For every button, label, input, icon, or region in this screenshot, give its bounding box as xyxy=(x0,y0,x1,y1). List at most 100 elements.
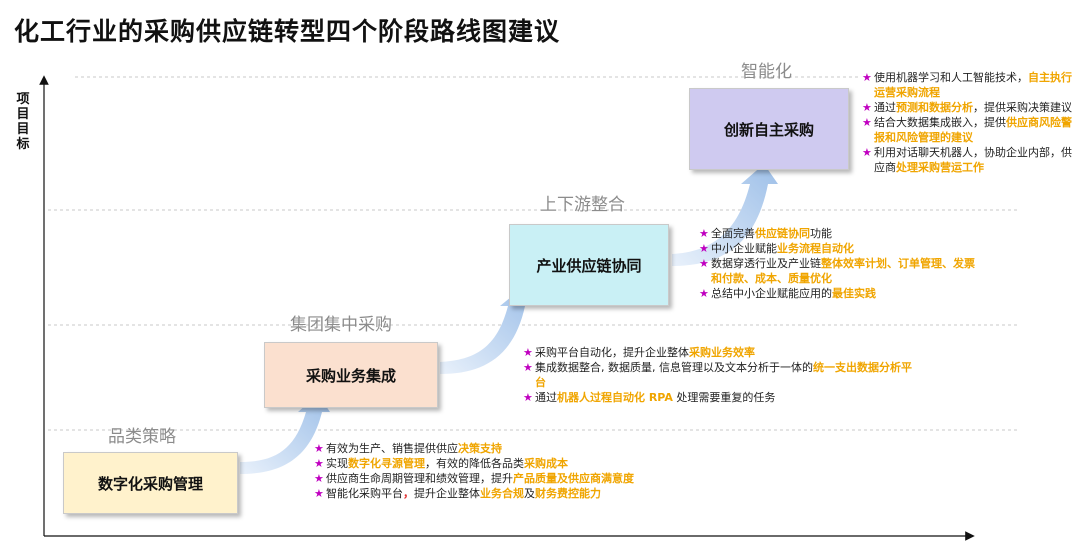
bullet-item: ★实现数字化寻源管理，有效的降低各品类采购成本 xyxy=(314,456,714,471)
star-icon: ★ xyxy=(314,487,324,500)
highlight-text: 采购业务效率 xyxy=(689,346,755,359)
highlight-text: 自主执行运营采购流程 xyxy=(874,71,1072,99)
star-icon: ★ xyxy=(314,457,324,470)
bullet-text: 有效为生产、销售提供供应决策支持 xyxy=(326,441,714,456)
bullet-segment: 全面完善 xyxy=(711,227,755,240)
highlight-text: 最佳实践 xyxy=(832,287,876,300)
stage-bullets: ★采购平台自动化，提升企业整体采购业务效率★集成数据整合, 数据质量, 信息管理… xyxy=(523,345,918,405)
highlight-text: 业务合规 xyxy=(480,487,524,500)
bullet-segment: 处理需要重复的任务 xyxy=(672,391,776,404)
highlight-text: 整体效率计划、订单管理、发票和付款、成本、质量优化 xyxy=(711,257,975,285)
y-axis-label-char: 标 xyxy=(16,137,30,152)
bullet-item: ★全面完善供应链协同功能 xyxy=(699,226,984,241)
star-icon: ★ xyxy=(699,287,709,300)
highlight-text: 采购成本 xyxy=(524,457,568,470)
star-icon: ★ xyxy=(523,346,533,359)
star-icon: ★ xyxy=(699,242,709,255)
y-axis-label-char: 目 xyxy=(16,107,30,122)
bullet-text: 全面完善供应链协同功能 xyxy=(711,226,984,241)
stage-box: 数字化采购管理 xyxy=(63,452,238,514)
y-axis-label-char: 目 xyxy=(16,122,30,137)
bullet-item: ★使用机器学习和人工智能技术，自主执行运营采购流程 xyxy=(862,70,1072,100)
stage-bullets: ★全面完善供应链协同功能★中小企业赋能业务流程自动化★数据穿透行业及产业链整体效… xyxy=(699,226,984,301)
bullet-segment: 供应商生命周期管理和绩效管理，提升 xyxy=(326,472,513,485)
stage-box: 创新自主采购 xyxy=(689,88,849,170)
bullet-segment: 有效为生产、销售提供供应 xyxy=(326,442,458,455)
highlight-text: 统一支出数据分析平台 xyxy=(535,361,912,389)
bullet-item: ★智能化采购平台，提升企业整体业务合规及财务费控能力 xyxy=(314,486,714,501)
highlight-text: 供应链协同 xyxy=(755,227,810,240)
bullet-text: 采购平台自动化，提升企业整体采购业务效率 xyxy=(535,345,918,360)
bullet-text: 集成数据整合, 数据质量, 信息管理以及文本分析于一体的统一支出数据分析平台 xyxy=(535,360,918,390)
star-icon: ★ xyxy=(862,116,872,129)
phase-label: 上下游整合 xyxy=(540,195,625,215)
progression-arrow-2 xyxy=(440,288,534,374)
bullet-segment: 使用机器学习和人工智能技术， xyxy=(874,71,1028,84)
bullet-text: 中小企业赋能业务流程自动化 xyxy=(711,241,984,256)
bullet-segment: ，有效的降低各品类 xyxy=(425,457,524,470)
bullet-text: 总结中小企业赋能应用的最佳实践 xyxy=(711,286,984,301)
bullet-item: ★利用对话聊天机器人，协助企业内部，供应商处理采购营运工作 xyxy=(862,145,1072,175)
highlight-text: 财务费控能力 xyxy=(535,487,601,500)
phase-label: 品类策略 xyxy=(108,427,176,447)
star-icon: ★ xyxy=(862,146,872,159)
stage-bullets: ★有效为生产、销售提供供应决策支持★实现数字化寻源管理，有效的降低各品类采购成本… xyxy=(314,441,714,501)
bullet-segment: ， xyxy=(403,487,414,500)
bullet-item: ★结合大数据集成嵌入，提供供应商风险警报和风险管理的建议 xyxy=(862,115,1072,145)
bullet-segment: 采购平台自动化，提升企业整体 xyxy=(535,346,689,359)
star-icon: ★ xyxy=(862,101,872,114)
progression-arrow-1 xyxy=(240,394,330,474)
highlight-text: 业务流程自动化 xyxy=(777,242,854,255)
star-icon: ★ xyxy=(699,257,709,270)
highlight-text: 产品质量及供应商满意度 xyxy=(513,472,634,485)
bullet-item: ★供应商生命周期管理和绩效管理，提升产品质量及供应商满意度 xyxy=(314,471,714,486)
bullet-text: 通过预测和数据分析，提供采购决策建议 xyxy=(874,100,1072,115)
bullet-item: ★集成数据整合, 数据质量, 信息管理以及文本分析于一体的统一支出数据分析平台 xyxy=(523,360,918,390)
bullet-segment: 智能化采购平台 xyxy=(326,487,403,500)
highlight-text: 处理采购营运工作 xyxy=(896,161,984,174)
page-title: 化工行业的采购供应链转型四个阶段路线图建议 xyxy=(14,17,561,46)
bullet-item: ★采购平台自动化，提升企业整体采购业务效率 xyxy=(523,345,918,360)
highlight-text: 机器人过程自动化 RPA xyxy=(557,391,673,404)
bullet-item: ★数据穿透行业及产业链整体效率计划、订单管理、发票和付款、成本、质量优化 xyxy=(699,256,984,286)
bullet-segment: 实现 xyxy=(326,457,348,470)
bullet-segment: 提升企业整体 xyxy=(414,487,480,500)
bullet-text: 通过机器人过程自动化 RPA 处理需要重复的任务 xyxy=(535,390,918,405)
bullet-segment: 数据穿透行业及产业链 xyxy=(711,257,821,270)
star-icon: ★ xyxy=(699,227,709,240)
bullet-segment: 结合大数据集成嵌入，提供 xyxy=(874,116,1006,129)
bullet-item: ★中小企业赋能业务流程自动化 xyxy=(699,241,984,256)
bullet-text: 利用对话聊天机器人，协助企业内部，供应商处理采购营运工作 xyxy=(874,145,1072,175)
bullet-text: 使用机器学习和人工智能技术，自主执行运营采购流程 xyxy=(874,70,1072,100)
highlight-text: 供应商风险警报和风险管理的建议 xyxy=(874,116,1072,144)
star-icon: ★ xyxy=(523,361,533,374)
bullet-segment: 总结中小企业赋能应用的 xyxy=(711,287,832,300)
bullet-segment: 通过 xyxy=(874,101,896,114)
bullet-text: 供应商生命周期管理和绩效管理，提升产品质量及供应商满意度 xyxy=(326,471,714,486)
bullet-item: ★通过预测和数据分析，提供采购决策建议 xyxy=(862,100,1072,115)
bullet-text: 实现数字化寻源管理，有效的降低各品类采购成本 xyxy=(326,456,714,471)
y-axis-label-char: 项 xyxy=(16,92,30,107)
bullet-text: 智能化采购平台，提升企业整体业务合规及财务费控能力 xyxy=(326,486,714,501)
highlight-text: 数字化寻源管理 xyxy=(348,457,425,470)
bullet-item: ★通过机器人过程自动化 RPA 处理需要重复的任务 xyxy=(523,390,918,405)
bullet-item: ★有效为生产、销售提供供应决策支持 xyxy=(314,441,714,456)
y-axis-label: 项 目 目 标 xyxy=(14,92,32,152)
bullet-text: 数据穿透行业及产业链整体效率计划、订单管理、发票和付款、成本、质量优化 xyxy=(711,256,984,286)
bullet-segment: 利用对话聊天机器人，协助企业内部，供应商 xyxy=(874,146,1072,174)
progression-arrow-3 xyxy=(672,164,778,266)
bullet-segment: 中小企业赋能 xyxy=(711,242,777,255)
stage-box: 产业供应链协同 xyxy=(509,224,669,306)
phase-label: 集团集中采购 xyxy=(290,315,392,335)
bullet-text: 结合大数据集成嵌入，提供供应商风险警报和风险管理的建议 xyxy=(874,115,1072,145)
bullet-segment: 功能 xyxy=(810,227,832,240)
bullet-segment: 通过 xyxy=(535,391,557,404)
bullet-segment: ，提供采购决策建议 xyxy=(973,101,1072,114)
phase-label: 智能化 xyxy=(741,62,792,82)
star-icon: ★ xyxy=(314,472,324,485)
star-icon: ★ xyxy=(862,71,872,84)
stage-box: 采购业务集成 xyxy=(264,342,438,408)
bullet-item: ★总结中小企业赋能应用的最佳实践 xyxy=(699,286,984,301)
highlight-text: 决策支持 xyxy=(458,442,502,455)
